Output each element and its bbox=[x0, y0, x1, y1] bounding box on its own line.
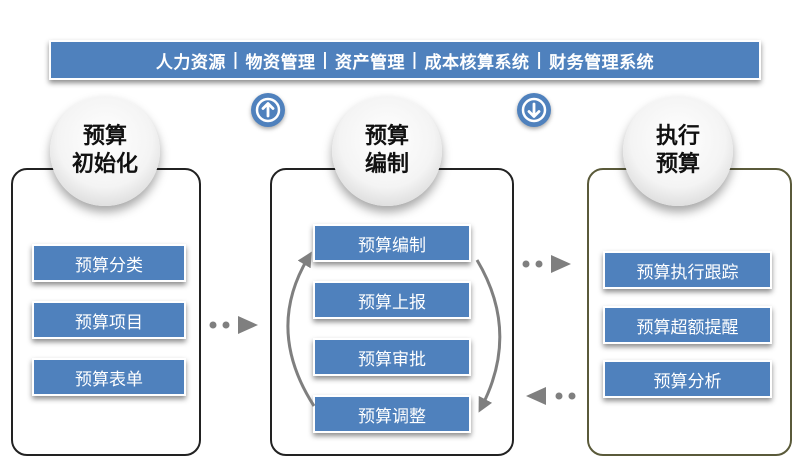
stage-title-line: 预算 bbox=[655, 152, 700, 177]
stage-title-line: 预算 bbox=[364, 124, 409, 149]
stage-item[interactable]: 预算编制 bbox=[313, 224, 471, 262]
banner-item-finance: 财务管理系统 bbox=[549, 52, 655, 73]
stage-item[interactable]: 预算上报 bbox=[313, 281, 471, 319]
banner-separator: | bbox=[529, 50, 550, 70]
stage-item[interactable]: 预算调整 bbox=[313, 395, 471, 433]
banner-separator: | bbox=[405, 50, 425, 70]
banner-item-materials: 物资管理 bbox=[245, 52, 316, 73]
stage-item[interactable]: 预算分析 bbox=[603, 360, 772, 398]
stage-item[interactable]: 预算超额提醒 bbox=[603, 306, 772, 344]
banner-item-assets: 资产管理 bbox=[335, 52, 405, 73]
stage-item[interactable]: 预算审批 bbox=[313, 338, 471, 376]
banner-item-cost: 成本核算系统 bbox=[424, 52, 530, 73]
stage-item[interactable]: 预算执行跟踪 bbox=[603, 251, 772, 289]
stage-item[interactable]: 预算表单 bbox=[32, 358, 186, 396]
stage-title-line: 初始化 bbox=[71, 152, 138, 177]
stage-title-line: 预算 bbox=[82, 124, 127, 149]
cycle-arrow-left bbox=[286, 251, 316, 407]
stage-bubble-compile: 预算 编制 bbox=[332, 96, 442, 206]
stage-item[interactable]: 预算分类 bbox=[32, 244, 186, 282]
arrow-down-circle-icon bbox=[517, 93, 551, 127]
banner-separator: | bbox=[315, 50, 335, 70]
stage-bubble-execute: 执行 预算 bbox=[623, 96, 733, 206]
flow-arrow-right bbox=[522, 255, 571, 273]
banner-item-hr: 人力资源 bbox=[155, 52, 226, 73]
flow-arrow-right bbox=[209, 316, 258, 334]
stage-title-line: 执行 bbox=[655, 124, 700, 149]
flow-arrow-left bbox=[526, 387, 576, 405]
stage-title-line: 编制 bbox=[364, 152, 409, 177]
banner-separator: | bbox=[225, 50, 246, 70]
arrow-up-circle-icon bbox=[251, 93, 285, 127]
stage-bubble-init: 预算 初始化 bbox=[50, 96, 160, 206]
stage-item[interactable]: 预算项目 bbox=[32, 301, 186, 339]
systems-banner: 人力资源 | 物资管理 | 资产管理 | 成本核算系统 | 财务管理系统 bbox=[49, 40, 761, 80]
cycle-arrows bbox=[286, 251, 502, 413]
cycle-arrow-right bbox=[475, 259, 502, 413]
